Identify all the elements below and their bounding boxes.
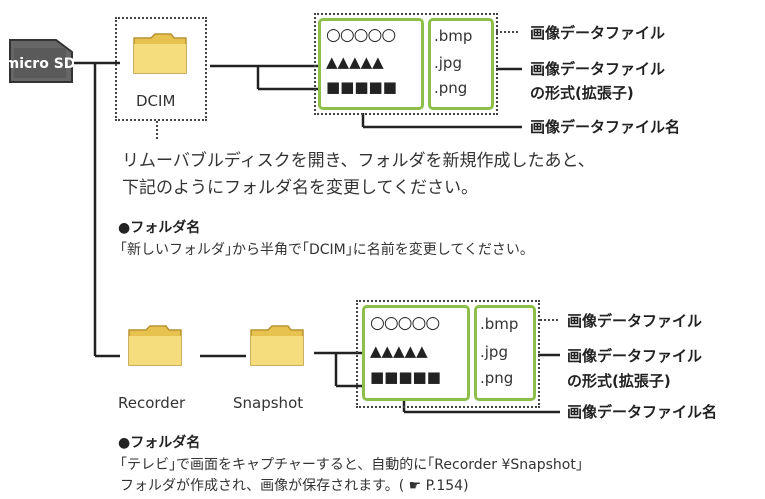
bottom-filename-box (362, 305, 470, 401)
top-ext-png: .png (434, 79, 468, 97)
top-annotation-name: 画像データファイル名 (530, 118, 681, 136)
top-filename-box (318, 18, 424, 110)
bottom-annotation-format-2: の形式(拡張子) (567, 372, 671, 390)
top-annotation-file: 画像データファイル (530, 24, 666, 42)
top-ext-jpg: .jpg (434, 54, 462, 72)
bottom-ext-bmp: .bmp (480, 315, 519, 333)
bottom-ext-jpg: .jpg (480, 343, 508, 361)
top-annotation-format-2: の形式(拡張子) (530, 84, 634, 102)
top-filename-line-2: ▲▲▲▲▲ (326, 53, 384, 71)
top-filename-line-3: ■■■■■ (326, 78, 397, 96)
recorder-folder-label: Recorder (118, 394, 186, 412)
note2-heading: ●フォルダ名 (118, 435, 201, 451)
folder-icon (248, 322, 306, 368)
top-ext-bmp: .bmp (434, 27, 473, 45)
top-files-frame (314, 13, 498, 115)
bottom-ext-png: .png (480, 369, 514, 387)
top-annotation-format-1: 画像データファイル (530, 60, 666, 78)
note2-line-2: フォルダが作成され、画像が保存されます。( ☛ P.154) (120, 478, 469, 494)
bottom-filename-line-2: ▲▲▲▲▲ (370, 342, 428, 360)
folder-icon (126, 322, 184, 368)
micro-sd-card-icon: micro SD (5, 38, 75, 84)
note1-text: ｢新しいフォルダ｣から半角で｢DCIM｣に名前を変更してください。 (120, 242, 534, 258)
bottom-filename-line-3: ■■■■■ (370, 368, 441, 386)
dcim-folder-frame (115, 17, 207, 121)
bottom-extension-box (474, 305, 536, 401)
instruction-line-2: 下記のようにフォルダ名を変更してください。 (122, 178, 478, 198)
bottom-filename-line-1: ○○○○○ (370, 313, 440, 333)
bottom-annotation-format-1: 画像データファイル (567, 347, 703, 365)
snapshot-folder-label: Snapshot (233, 394, 304, 412)
bottom-files-frame (356, 300, 540, 408)
top-extension-box (428, 18, 494, 110)
instruction-line-1: リムーバブルディスクを開き、フォルダを新規作成したあと、 (122, 151, 595, 171)
micro-sd-logo: micro SD (6, 56, 74, 72)
note1-heading: ●フォルダ名 (118, 220, 201, 236)
bottom-annotation-file: 画像データファイル (567, 312, 703, 330)
note2-line-1: ｢テレビ｣で画面をキャプチャーすると、自動的に｢Recorder ¥Snapsh… (120, 457, 583, 473)
bottom-annotation-name: 画像データファイル名 (567, 403, 718, 421)
folder-icon (131, 30, 189, 76)
top-filename-line-1: ○○○○○ (326, 25, 396, 45)
dcim-folder-label: DCIM (136, 92, 176, 110)
